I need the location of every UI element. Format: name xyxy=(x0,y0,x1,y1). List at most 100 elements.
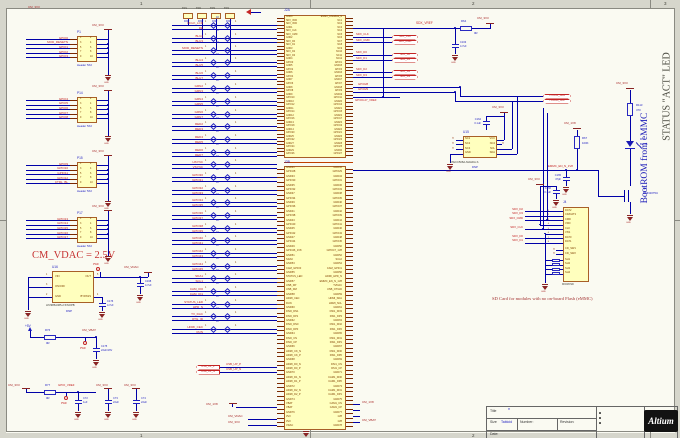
testpoint-tp1[interactable] xyxy=(183,13,193,19)
resistor[interactable] xyxy=(460,25,472,31)
capacitor[interactable] xyxy=(75,403,82,404)
resistor-array[interactable] xyxy=(209,135,218,144)
port-usb-up-p[interactable]: USB_UP_P xyxy=(196,364,220,370)
capacitor[interactable] xyxy=(99,303,106,304)
capacitor[interactable] xyxy=(452,47,459,48)
capacitor[interactable] xyxy=(452,44,459,45)
port-sdx-d2[interactable]: SDX_D2 xyxy=(392,70,418,75)
port-usb-up-n[interactable]: USB_UP_N xyxy=(196,369,220,375)
crypto-chip[interactable] xyxy=(463,136,497,158)
zone-number: 3 xyxy=(664,0,667,6)
led-icon[interactable] xyxy=(626,141,634,147)
resistor-array[interactable] xyxy=(223,198,232,207)
pin-name: GND6 xyxy=(286,72,293,75)
capacitor[interactable] xyxy=(105,403,112,404)
resistor-array[interactable] xyxy=(223,135,232,144)
gpio-header-3[interactable] xyxy=(77,162,97,188)
capacitor[interactable] xyxy=(553,190,560,191)
capacitor[interactable] xyxy=(483,121,490,122)
resistor-array[interactable] xyxy=(209,173,218,182)
pin-number: 5 xyxy=(80,106,82,110)
resistor-array[interactable] xyxy=(209,198,218,207)
capacitor[interactable] xyxy=(563,180,570,181)
resistor-array[interactable] xyxy=(223,312,232,321)
capacitor[interactable] xyxy=(483,124,490,125)
pin xyxy=(277,73,284,75)
gpio-header-1[interactable] xyxy=(77,36,97,62)
capacitor[interactable] xyxy=(553,193,560,194)
resistor[interactable] xyxy=(44,334,56,340)
resistor-array[interactable] xyxy=(223,274,232,283)
resistor[interactable] xyxy=(627,103,633,116)
shield-resistor[interactable] xyxy=(552,267,560,271)
capacitor[interactable] xyxy=(93,351,100,352)
port-sdx-clk[interactable]: SDX_CLK xyxy=(392,35,418,40)
resistor-array[interactable] xyxy=(223,249,232,258)
resistor-array[interactable] xyxy=(223,122,232,131)
resistor-array[interactable] xyxy=(223,287,232,296)
port-sdx-d0[interactable]: SDX_D0 xyxy=(392,53,418,58)
resistor[interactable] xyxy=(44,389,56,395)
resistor-array[interactable] xyxy=(209,71,218,80)
capacitor[interactable] xyxy=(137,286,144,287)
resistor-array[interactable] xyxy=(209,287,218,296)
resistor-array[interactable] xyxy=(223,236,232,245)
resistor-array[interactable] xyxy=(223,325,232,334)
shield-resistor[interactable] xyxy=(552,263,560,267)
testpoint-tp2[interactable] xyxy=(197,13,207,19)
cap-value: 22uF xyxy=(141,401,147,404)
capacitor[interactable] xyxy=(563,177,570,178)
resistor-array[interactable] xyxy=(209,249,218,258)
resistor-array[interactable] xyxy=(209,236,218,245)
resistor-array[interactable] xyxy=(223,71,232,80)
gpio-header-2[interactable] xyxy=(77,97,97,123)
resistor-array[interactable] xyxy=(223,84,232,93)
resistor-array[interactable] xyxy=(209,325,218,334)
resistor-array[interactable] xyxy=(209,58,218,67)
resistor-array[interactable] xyxy=(223,110,232,119)
resistor-array[interactable] xyxy=(223,160,232,169)
sodimm-connector-a[interactable] xyxy=(284,15,346,158)
resistor-array[interactable] xyxy=(223,224,232,233)
capacitor[interactable] xyxy=(133,403,140,404)
capacitor[interactable] xyxy=(93,348,100,349)
capacitor[interactable] xyxy=(75,400,82,401)
resistor-array[interactable] xyxy=(209,211,218,220)
resistor-array[interactable] xyxy=(209,97,218,106)
wire xyxy=(525,211,551,212)
resistor-array[interactable] xyxy=(223,262,232,271)
port-touch-scl[interactable]: TOUCH_SCL xyxy=(543,99,571,104)
resistor-array[interactable] xyxy=(223,173,232,182)
port-sdx-d1[interactable]: SDX_D1 xyxy=(392,58,418,63)
port-sdx-d3[interactable]: SDX_D3 xyxy=(392,75,418,80)
sodimm-connector-b[interactable] xyxy=(284,166,346,430)
resistor[interactable] xyxy=(574,136,580,149)
resistor-array[interactable] xyxy=(209,84,218,93)
resistor-array[interactable] xyxy=(223,300,232,309)
resistor-array[interactable] xyxy=(209,160,218,169)
testpoint-tp4[interactable] xyxy=(225,13,235,19)
capacitor[interactable] xyxy=(105,400,112,401)
shield-resistor[interactable] xyxy=(552,272,560,276)
resistor-array[interactable] xyxy=(223,97,232,106)
pin-number: 1 xyxy=(547,209,549,212)
capacitor[interactable] xyxy=(137,283,144,284)
shield-resistor[interactable] xyxy=(552,258,560,262)
pin-name: GND29 xyxy=(286,149,294,152)
capacitor[interactable] xyxy=(133,400,140,401)
port-sdx-cmd[interactable]: SDX_CMD xyxy=(392,40,418,45)
resistor-array[interactable] xyxy=(209,274,218,283)
testpoint-tp3[interactable] xyxy=(211,13,221,19)
vdac-regulator[interactable] xyxy=(52,271,94,303)
resistor-array[interactable] xyxy=(223,148,232,157)
resistor-array[interactable] xyxy=(209,312,218,321)
resistor-array[interactable] xyxy=(209,122,218,131)
capacitor[interactable] xyxy=(99,306,106,307)
wire xyxy=(353,416,360,417)
sd-card-socket[interactable] xyxy=(563,207,589,282)
resistor-array[interactable] xyxy=(223,211,232,220)
port-touch-sda[interactable]: TOUCH_SDA xyxy=(543,94,571,99)
resistor-array[interactable] xyxy=(223,186,232,195)
pin-name: GND31 xyxy=(286,166,295,170)
gpio-header-4[interactable] xyxy=(77,217,97,243)
